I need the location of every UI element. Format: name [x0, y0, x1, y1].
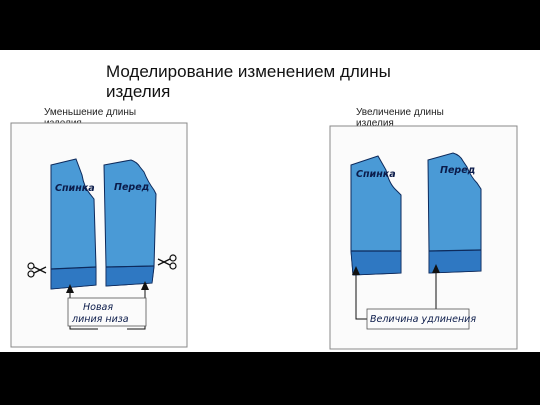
- front-label: Перед: [440, 165, 475, 176]
- box-label: Величина удлинения: [370, 314, 476, 325]
- front-pattern-piece: [427, 152, 482, 274]
- lengthening-box: [366, 308, 470, 330]
- box-line-1: Новая: [83, 302, 113, 313]
- box-line-2: линия низа: [71, 314, 129, 325]
- back-label: Спинка: [356, 169, 396, 180]
- front-pattern-piece: [103, 159, 157, 287]
- front-label: Перед: [114, 182, 149, 193]
- right-caption: Увеличение длины изделия: [356, 107, 444, 129]
- lengthening-figure: Спинка Перед Величина удлинения: [329, 125, 518, 350]
- slide-title: Моделирование изменением длины изделия: [106, 62, 391, 101]
- back-label: Спинка: [55, 183, 95, 194]
- new-hemline-box: [67, 297, 147, 327]
- shortening-figure: Спинка Перед Новая линия низа: [10, 122, 188, 348]
- slide: Моделирование изменением длины изделия У…: [0, 50, 540, 352]
- scissors-icon: [27, 262, 47, 278]
- scissors-icon: [157, 254, 177, 270]
- back-pattern-piece: [350, 155, 402, 276]
- back-pattern-piece: [50, 158, 97, 290]
